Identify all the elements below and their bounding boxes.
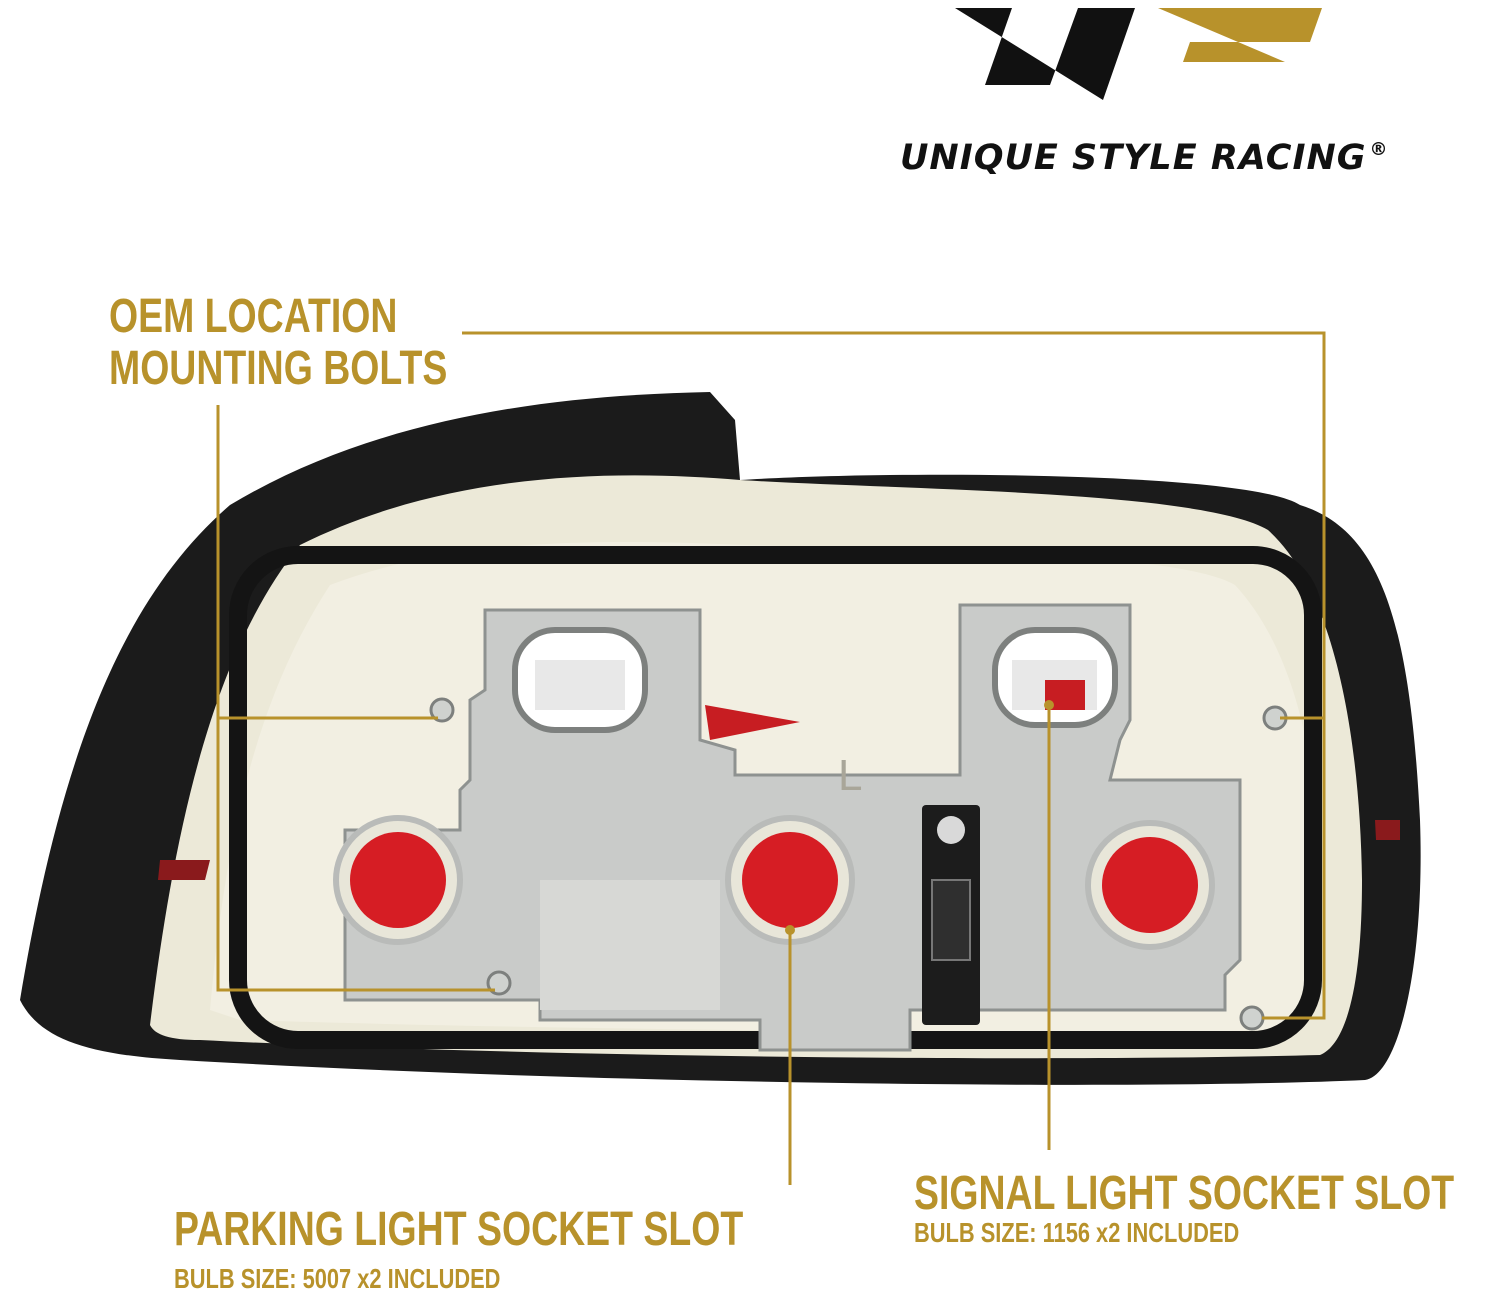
parking-callout-title: PARKING LIGHT SOCKET SLOT bbox=[174, 1203, 744, 1256]
circuit-board-plate bbox=[540, 880, 720, 1010]
reflector-edge bbox=[1375, 820, 1400, 840]
housing-letter: L bbox=[838, 751, 862, 800]
reflector-piece bbox=[705, 705, 800, 740]
brand-tagline: UNIQUE STYLE RACING® bbox=[900, 138, 1389, 178]
callout-dots bbox=[785, 700, 1054, 935]
parking-lens-center bbox=[725, 815, 855, 945]
mounting-bolts bbox=[429, 697, 1288, 1031]
parking-lens-left bbox=[333, 815, 463, 945]
parking-callout-bulb: BULB SIZE: 5007 x2 INCLUDED bbox=[174, 1263, 501, 1294]
signal-callout-title: SIGNAL LIGHT SOCKET SLOT bbox=[914, 1167, 1455, 1220]
oem-callout-line2: MOUNTING BOLTS bbox=[109, 342, 448, 395]
connector-port bbox=[931, 879, 971, 961]
reflector-edge bbox=[158, 860, 210, 880]
upper-socket-left-glass bbox=[535, 660, 625, 710]
callout-leaders bbox=[216, 331, 1326, 1185]
signal-callout-bulb: BULB SIZE: 1156 x2 INCLUDED bbox=[914, 1217, 1240, 1248]
oem-callout-line1: OEM LOCATION bbox=[109, 290, 398, 343]
connector-pin bbox=[937, 816, 965, 844]
signal-lens-right bbox=[1085, 820, 1215, 950]
brand-logo bbox=[955, 8, 1322, 100]
